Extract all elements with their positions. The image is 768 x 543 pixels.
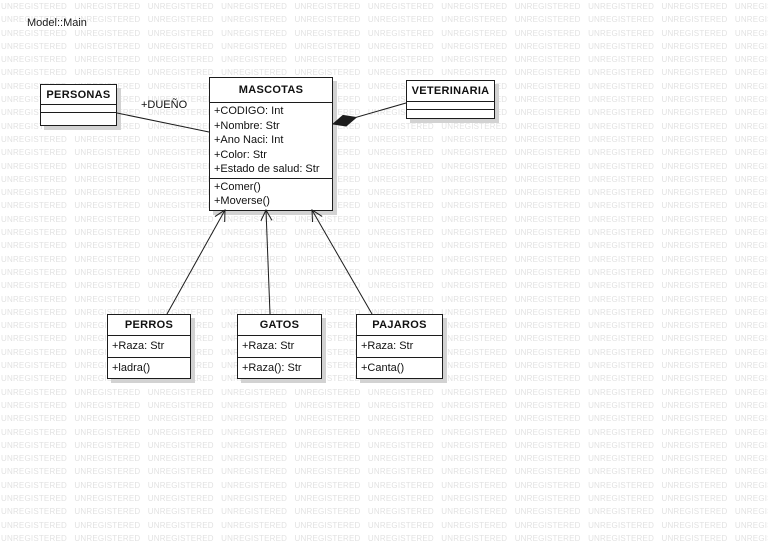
association-label: +DUEÑO — [141, 99, 188, 111]
class-attribute-item: +Raza: Str — [361, 340, 414, 352]
watermark-text: UNREGISTERED UNREGISTERED UNREGISTERED U… — [1, 400, 768, 410]
open-arrowhead-icon — [260, 208, 273, 222]
class-attribute-item: +CODIGO: Int — [214, 105, 284, 117]
watermark-text: UNREGISTERED UNREGISTERED UNREGISTERED U… — [1, 467, 768, 477]
filled-diamond-icon — [331, 114, 358, 127]
class-attribute-item: +Ano Naci: Int — [214, 134, 284, 146]
class-method-item: +Moverse() — [214, 195, 270, 207]
class-attributes-compartment: +Raza: Str — [238, 336, 321, 358]
class-attribute-item: +Estado de salud: Str — [214, 163, 320, 175]
watermark-text: UNREGISTERED UNREGISTERED UNREGISTERED U… — [1, 95, 768, 105]
generalization-edge-pajaros-mascotas[interactable] — [311, 209, 373, 315]
watermark-text: UNREGISTERED UNREGISTERED UNREGISTERED U… — [1, 241, 768, 251]
watermark-text: UNREGISTERED UNREGISTERED UNREGISTERED U… — [1, 281, 768, 291]
watermark-text: UNREGISTERED UNREGISTERED UNREGISTERED U… — [1, 228, 768, 238]
watermark-text: UNREGISTERED UNREGISTERED UNREGISTERED U… — [1, 520, 768, 530]
class-method-item: +ladra() — [112, 361, 151, 374]
watermark-text: UNREGISTERED UNREGISTERED UNREGISTERED U… — [1, 294, 768, 304]
class-method-item: +Canta() — [361, 361, 405, 374]
watermark-text: UNREGISTERED UNREGISTERED UNREGISTERED U… — [1, 81, 768, 91]
open-arrowhead-icon — [311, 209, 323, 223]
watermark-text: UNREGISTERED UNREGISTERED UNREGISTERED U… — [1, 161, 768, 171]
watermark-text: UNREGISTERED UNREGISTERED UNREGISTERED U… — [1, 307, 768, 317]
generalization-edge-gatos-mascotas[interactable] — [260, 208, 273, 315]
watermark-text: UNREGISTERED UNREGISTERED UNREGISTERED U… — [1, 15, 768, 25]
class-box-pajaros[interactable]: PAJAROS +Raza: Str +Canta() — [356, 314, 443, 379]
watermark-text: UNREGISTERED UNREGISTERED UNREGISTERED U… — [1, 68, 768, 78]
class-name: VETERINARIA — [407, 81, 494, 102]
open-arrowhead-icon — [214, 209, 226, 223]
watermark-text: UNREGISTERED UNREGISTERED UNREGISTERED U… — [1, 493, 768, 503]
class-methods-compartment: +Raza(): Str — [238, 358, 321, 379]
watermark-text: UNREGISTERED UNREGISTERED UNREGISTERED U… — [1, 387, 768, 397]
class-attribute-item: +Color: Str — [214, 148, 267, 161]
watermark-text: UNREGISTERED UNREGISTERED UNREGISTERED U… — [1, 480, 768, 490]
class-methods-compartment: +Canta() — [357, 358, 442, 379]
class-attributes-compartment — [41, 105, 116, 113]
watermark-text: UNREGISTERED UNREGISTERED UNREGISTERED U… — [1, 533, 768, 543]
class-name: GATOS — [238, 315, 321, 336]
class-methods-compartment: +ladra() — [108, 358, 190, 379]
class-method-item: +Comer() — [214, 180, 261, 193]
watermark-text: UNREGISTERED UNREGISTERED UNREGISTERED U… — [1, 41, 768, 51]
class-box-personas[interactable]: PERSONAS — [40, 84, 117, 126]
watermark-text: UNREGISTERED UNREGISTERED UNREGISTERED U… — [1, 188, 768, 198]
class-attributes-compartment: +Raza: Str — [357, 336, 442, 358]
composition-edge-veterinaria-mascotas[interactable] — [331, 102, 407, 127]
class-attribute-item: +Nombre: Str — [214, 119, 280, 132]
watermark-text: UNREGISTERED UNREGISTERED UNREGISTERED U… — [1, 267, 768, 277]
class-name: PAJAROS — [357, 315, 442, 336]
class-box-mascotas[interactable]: MASCOTAS +CODIGO: Int +Nombre: Str +Ano Nac… — [209, 77, 333, 211]
model-title-label: Model::Main — [27, 17, 87, 29]
class-attribute-item: +Raza: Str — [112, 340, 165, 352]
watermark-text: UNREGISTERED UNREGISTERED UNREGISTERED U… — [1, 201, 768, 211]
generalization-edge-perros-mascotas[interactable] — [166, 209, 226, 315]
watermark-text: UNREGISTERED UNREGISTERED UNREGISTERED U… — [1, 427, 768, 437]
class-box-perros[interactable]: PERROS +Raza: Str +ladra() — [107, 314, 191, 379]
watermark-text: UNREGISTERED UNREGISTERED UNREGISTERED U… — [1, 174, 768, 184]
watermark-text: UNREGISTERED UNREGISTERED UNREGISTERED U… — [1, 108, 768, 118]
watermark-text: UNREGISTERED UNREGISTERED UNREGISTERED U… — [1, 148, 768, 158]
watermark-text: UNREGISTERED UNREGISTERED UNREGISTERED U… — [1, 121, 768, 131]
class-method-item: +Raza(): Str — [242, 361, 302, 374]
watermark-text: UNREGISTERED UNREGISTERED UNREGISTERED U… — [1, 2, 768, 11]
watermark-text: UNREGISTERED UNREGISTERED UNREGISTERED U… — [1, 28, 768, 38]
watermark-text: UNREGISTERED UNREGISTERED UNREGISTERED U… — [1, 214, 768, 224]
watermark-text: UNREGISTERED UNREGISTERED UNREGISTERED U… — [1, 55, 768, 65]
class-attributes-compartment — [407, 102, 494, 110]
class-methods-compartment: +Comer() +Moverse() — [210, 179, 332, 210]
watermark-text: UNREGISTERED UNREGISTERED UNREGISTERED U… — [1, 440, 768, 450]
class-name: PERROS — [108, 315, 190, 336]
class-attribute-item: +Raza: Str — [242, 340, 295, 352]
class-attributes-compartment: +Raza: Str — [108, 336, 190, 358]
class-box-gatos[interactable]: GATOS +Raza: Str +Raza(): Str — [237, 314, 322, 379]
watermark-text: UNREGISTERED UNREGISTERED UNREGISTERED U… — [1, 454, 768, 464]
class-name: MASCOTAS — [210, 78, 332, 103]
class-box-veterinaria[interactable]: VETERINARIA — [406, 80, 495, 119]
association-edge-personas-mascotas[interactable] — [116, 112, 210, 133]
watermark-text: UNREGISTERED UNREGISTERED UNREGISTERED U… — [1, 507, 768, 517]
class-attributes-compartment: +CODIGO: Int +Nombre: Str +Ano Naci: Int +C… — [210, 103, 332, 179]
watermark-text: UNREGISTERED UNREGISTERED UNREGISTERED U… — [1, 254, 768, 264]
watermark-text: UNREGISTERED UNREGISTERED UNREGISTERED U… — [1, 414, 768, 424]
watermark-text: UNREGISTERED UNREGISTERED UNREGISTERED U… — [1, 134, 768, 144]
class-name: PERSONAS — [41, 85, 116, 105]
